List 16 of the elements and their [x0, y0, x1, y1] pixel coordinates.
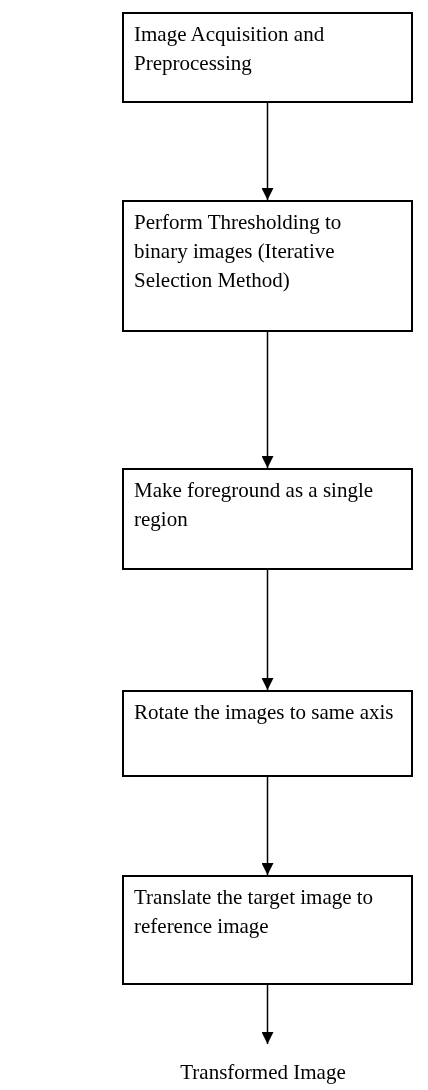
step-text: Rotate the images to same axis: [134, 699, 395, 726]
arrow: [261, 102, 274, 201]
process-box: [122, 468, 413, 570]
process-box: [122, 200, 413, 332]
process-box: [122, 12, 413, 103]
step-text: Perform Thresholding to binary images (Iterative Selection Method): [134, 209, 343, 294]
process-box: [122, 690, 413, 777]
step-text: Make foreground as a single region: [134, 477, 375, 533]
output-label: Transformed Image: [179, 1059, 347, 1086]
arrow: [261, 984, 274, 1045]
step-text: Image Acquisition and Preprocessing: [134, 21, 326, 77]
arrow: [261, 331, 274, 469]
arrow: [261, 776, 274, 876]
step-text: Translate the target image to reference image: [134, 884, 375, 940]
arrow: [261, 569, 274, 691]
process-box: [122, 875, 413, 985]
